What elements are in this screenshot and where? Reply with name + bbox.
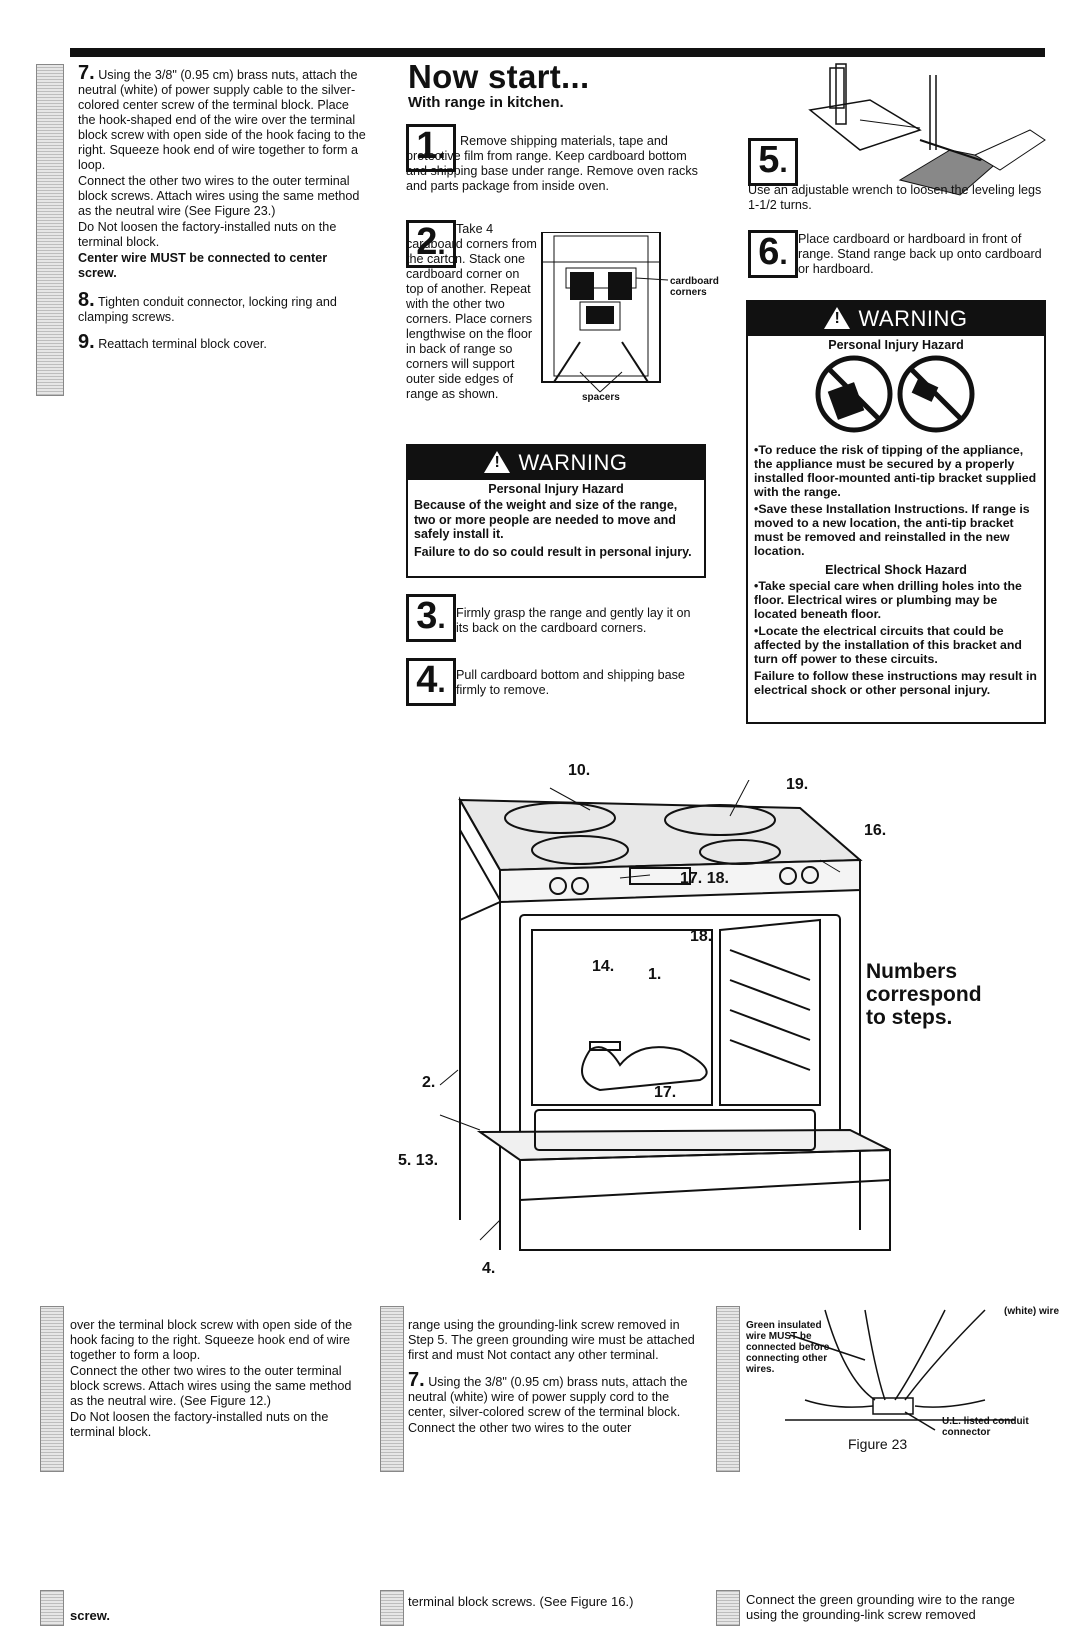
gray-margin-strip-4 <box>716 1306 740 1472</box>
page-subtitle: With range in kitchen. <box>408 94 564 111</box>
figure-23-illustration <box>785 1309 1015 1431</box>
bottom-left-text-3: Do Not loosen the factory-installed nuts… <box>70 1410 329 1439</box>
step5-box: 5. <box>748 138 798 186</box>
diagram-label-14: 14. <box>592 958 615 975</box>
anti-tip-bullet-2: •Save these Installation Instructions. I… <box>754 502 1030 558</box>
warning-header-2: WARNING <box>748 302 1044 336</box>
warning-triangle-icon <box>824 307 851 329</box>
anti-tip-bullet-1: •To reduce the risk of tipping of the ap… <box>754 443 1037 499</box>
gray-margin-strip-5 <box>40 1590 64 1626</box>
col1-text: 7. Using the 3/8" (0.95 cm) brass nuts, … <box>78 63 368 353</box>
step4-text: Pull cardboard bottom and shipping base … <box>456 668 685 697</box>
label-spacers: spacers <box>582 392 620 403</box>
figure-23-ul-label: U.L. listed conduit connector <box>942 1416 1029 1438</box>
warning-title: Personal Injury Hazard <box>488 482 624 496</box>
cardboard-corners-diagram <box>541 232 669 393</box>
warning-box-anti-tip: WARNING Personal Injury Hazard •To reduc… <box>746 300 1046 724</box>
step6-text: Place cardboard or hardboard in front of… <box>798 232 1042 276</box>
step8-number: 8. <box>78 289 95 311</box>
bottom-mid-text-1: range using the grounding-link screw rem… <box>408 1318 695 1362</box>
label-cardboard: cardboard <box>670 276 719 287</box>
top-rule <box>70 48 1045 57</box>
diagram-label-17-18: 17. 18. <box>680 870 729 887</box>
diagram-label-2: 2. <box>422 1074 436 1091</box>
bottom-left-text: over the terminal block screw with open … <box>70 1318 360 1441</box>
warning-body-line1: Because of the weight and size of the ra… <box>414 498 678 541</box>
warning-box-moving: WARNING Personal Injury Hazard Because o… <box>406 444 706 578</box>
footer-right-text: Connect the green grounding wire to the … <box>746 1592 1015 1622</box>
diagram-label-1: 1. <box>648 966 662 983</box>
shock-bullet-2: •Locate the electrical circuits that cou… <box>754 624 1022 666</box>
label-corners: corners <box>670 287 707 298</box>
warning-footer: Failure to follow these instructions may… <box>754 669 1037 697</box>
no-tipping-icons <box>815 355 975 433</box>
figure-23-white-label: (white) wire <box>1004 1306 1060 1317</box>
step9-number: 9. <box>78 331 95 353</box>
warning-triangle-icon <box>484 451 511 473</box>
diagram-label-10: 10. <box>568 762 591 779</box>
gray-margin-strip-6 <box>380 1590 404 1626</box>
warning-header: WARNING <box>408 446 704 480</box>
step8-text: Tighten conduit connector, locking ring … <box>78 295 337 324</box>
diagram-label-16: 16. <box>864 822 887 839</box>
gray-margin-strip-7 <box>716 1590 740 1626</box>
figure-23-green-label: Green insulated wire MUST be connected b… <box>746 1320 830 1375</box>
step6-box: 6. <box>748 230 798 278</box>
bottom-step7-number: 7. <box>408 1369 425 1391</box>
gray-margin-strip-2 <box>40 1306 64 1472</box>
diagram-label-4: 4. <box>482 1260 496 1277</box>
diagram-caption: Numbers correspond to steps. <box>866 960 982 1029</box>
step4-box: 4. <box>406 658 456 706</box>
diagram-label-5-13: 5. 13. <box>398 1152 439 1169</box>
step3-text: Firmly grasp the range and gently lay it… <box>456 606 691 635</box>
electrical-shock-title: Electrical Shock Hazard <box>825 563 967 577</box>
gray-margin-strip <box>36 64 64 396</box>
step1-box: 1. <box>406 124 456 172</box>
step7-number: 7. <box>78 62 95 84</box>
gray-margin-strip-3 <box>380 1306 404 1472</box>
step5-text: Use an adjustable wrench to loosen the l… <box>748 183 1042 212</box>
bottom-mid-text: range using the grounding-link screw rem… <box>408 1318 698 1437</box>
step2-box: 2. <box>406 220 456 268</box>
do-not-loosen-text: Do Not loosen the factory-installed nuts… <box>78 220 337 249</box>
step1-text: Remove shipping materials, tape and prot… <box>406 134 698 193</box>
step3-box: 3. <box>406 594 456 642</box>
step2-text: Take 4 cardboard corners from the carton… <box>406 222 537 401</box>
diagram-label-18: 18. <box>690 928 713 945</box>
warning-body-line2: Failure to do so could result in persona… <box>414 544 692 559</box>
connect-other-wires-text: Connect the other two wires to the outer… <box>78 174 360 218</box>
diagram-label-19: 19. <box>786 776 809 793</box>
step9-text: Reattach terminal block cover. <box>98 337 267 351</box>
shock-bullet-1: •Take special care when drilling holes i… <box>754 579 1022 621</box>
warning-title-2: Personal Injury Hazard <box>828 338 964 352</box>
footer-mid-text: terminal block screws. (See Figure 16.) <box>408 1594 634 1609</box>
bottom-mid-text-2: Connect the other two wires to the outer <box>408 1421 632 1435</box>
page-title: Now start... <box>408 58 590 95</box>
bottom-step7-text: Using the 3/8" (0.95 cm) brass nuts, att… <box>408 1375 688 1419</box>
center-wire-note: Center wire MUST be connected to center … <box>78 251 328 280</box>
diagram-label-17: 17. <box>654 1084 677 1101</box>
leveling-leg-illustration <box>808 63 1046 196</box>
range-diagram <box>439 780 891 1251</box>
footer-left-text: screw. <box>70 1608 110 1623</box>
bottom-left-text-1: over the terminal block screw with open … <box>70 1318 353 1362</box>
figure-23-caption: Figure 23 <box>848 1436 908 1452</box>
step7-text: Using the 3/8" (0.95 cm) brass nuts, att… <box>78 68 366 172</box>
bottom-left-text-2: Connect the other two wires to the outer… <box>70 1364 352 1408</box>
